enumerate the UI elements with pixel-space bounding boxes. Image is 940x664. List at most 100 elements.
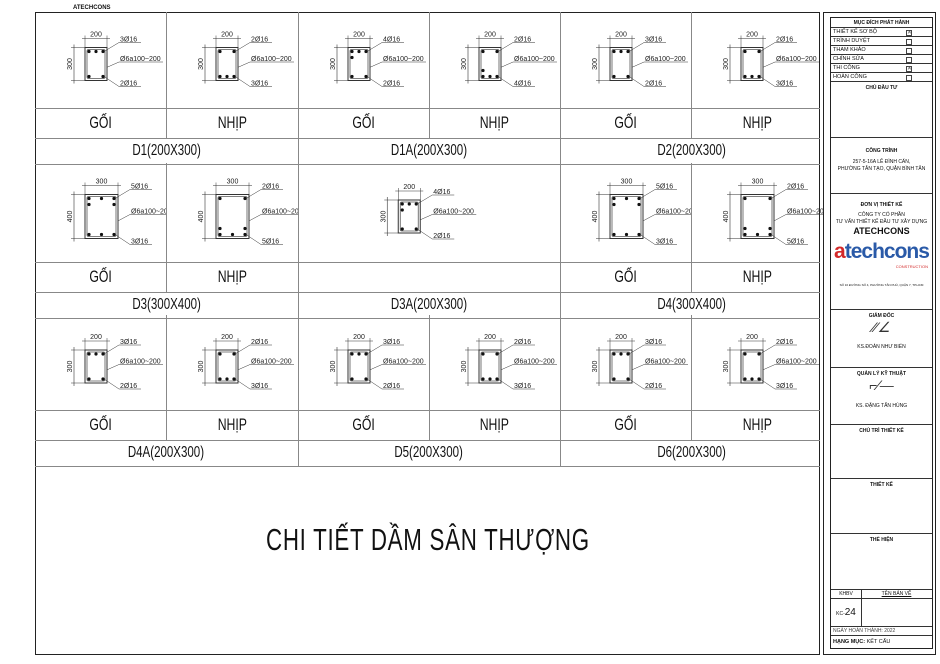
svg-text:5Ø16: 5Ø16 bbox=[262, 239, 279, 246]
svg-text:400: 400 bbox=[592, 211, 599, 223]
purpose-checkbox[interactable] bbox=[906, 47, 912, 54]
rebar-dot bbox=[363, 352, 368, 356]
beam-outline bbox=[347, 349, 370, 384]
rebar-dot bbox=[637, 202, 641, 207]
section-label: NHỊP bbox=[217, 415, 247, 434]
stirrup-outline bbox=[217, 196, 248, 237]
rebar-dot bbox=[349, 49, 354, 54]
svg-text:3Ø16: 3Ø16 bbox=[251, 81, 268, 88]
rebar-dot bbox=[407, 202, 411, 206]
rebar-dot bbox=[363, 74, 368, 79]
rebar-dot bbox=[612, 377, 616, 381]
svg-text:300: 300 bbox=[330, 361, 337, 373]
rebar-dot bbox=[756, 232, 760, 237]
rebar-dot bbox=[112, 202, 116, 207]
beam-outline bbox=[609, 47, 633, 81]
purpose-row: THIẾT KẾ SƠ BỘ✕ bbox=[831, 28, 932, 37]
rebar-dot bbox=[743, 196, 747, 201]
svg-text:200: 200 bbox=[353, 32, 365, 39]
section-label: NHỊP bbox=[479, 113, 509, 132]
svg-text:300: 300 bbox=[592, 58, 599, 70]
svg-text:5Ø16: 5Ø16 bbox=[656, 184, 673, 191]
svg-text:Ø6a100~200: Ø6a100~200 bbox=[383, 56, 424, 63]
rebar-dot bbox=[768, 226, 772, 231]
svg-text:200: 200 bbox=[403, 184, 415, 191]
completion-date: NGÀY HOÀN THÀNH: 2022 bbox=[831, 627, 932, 636]
rebar-dot bbox=[112, 196, 116, 201]
purpose-checkbox[interactable]: ✕ bbox=[906, 29, 913, 36]
rebar-dot bbox=[87, 377, 91, 381]
section-label: NHỊP bbox=[217, 267, 247, 286]
rebar-dot bbox=[349, 74, 354, 79]
purpose-checkbox[interactable] bbox=[906, 56, 912, 63]
purpose-checkbox[interactable]: ✕ bbox=[906, 65, 913, 72]
svg-text:300: 300 bbox=[380, 211, 387, 223]
svg-text:200: 200 bbox=[90, 334, 102, 341]
stirrup-outline bbox=[611, 196, 642, 237]
svg-text:Ø6a100~200: Ø6a100~200 bbox=[251, 359, 292, 366]
beam-name: D2(200X300) bbox=[656, 142, 726, 159]
svg-text:3Ø16: 3Ø16 bbox=[120, 37, 137, 44]
rebar-dot bbox=[414, 202, 418, 206]
tech-section: QUẢN LÝ KỸ THUẬT ⌐⁄— KS. ĐẶNG TẤN HÙNG bbox=[831, 368, 932, 425]
section-label: GỐI bbox=[351, 113, 375, 132]
rebar-dot bbox=[356, 49, 361, 54]
svg-text:3Ø16: 3Ø16 bbox=[645, 339, 662, 346]
rebar-dot bbox=[87, 202, 91, 207]
rebar-dot bbox=[626, 74, 630, 79]
rebar-dot bbox=[349, 377, 354, 381]
rebar-dot bbox=[757, 377, 761, 381]
stirrup-outline bbox=[86, 351, 106, 382]
row-line bbox=[35, 410, 820, 411]
rebar-dot bbox=[743, 377, 747, 381]
row-line bbox=[35, 466, 820, 467]
rebar-dot bbox=[400, 208, 404, 212]
rebar-dot bbox=[400, 227, 404, 231]
stirrup-outline bbox=[742, 196, 773, 237]
svg-text:3Ø16: 3Ø16 bbox=[776, 81, 793, 88]
rebar-dot bbox=[768, 196, 772, 201]
svg-text:200: 200 bbox=[221, 32, 233, 39]
rebar-dot bbox=[225, 377, 229, 381]
rebar-dot bbox=[414, 227, 418, 231]
stirrup-outline bbox=[742, 351, 762, 382]
svg-text:200: 200 bbox=[615, 32, 627, 39]
row-line bbox=[35, 138, 820, 139]
svg-text:300: 300 bbox=[723, 361, 730, 373]
rebar-dot bbox=[626, 352, 630, 356]
svg-text:Ø6a100~200: Ø6a100~200 bbox=[120, 359, 161, 366]
purpose-checkbox[interactable] bbox=[906, 38, 912, 45]
svg-text:2Ø16: 2Ø16 bbox=[251, 339, 268, 346]
svg-text:2Ø16: 2Ø16 bbox=[383, 81, 400, 88]
svg-text:3Ø16: 3Ø16 bbox=[514, 383, 531, 390]
category-row: HẠNG MỤC: KẾT CẤU bbox=[833, 639, 891, 645]
purpose-checkbox[interactable] bbox=[906, 74, 912, 81]
rebar-dot bbox=[218, 49, 222, 54]
rebar-dot bbox=[743, 232, 747, 237]
section-label: GỐI bbox=[351, 415, 375, 434]
project-section: CÔNG TRÌNH 257-5-16A LÊ ĐÌNH CẨN, PHƯỜNG… bbox=[831, 138, 932, 194]
section-label: GỐI bbox=[89, 113, 112, 132]
rebar-dot bbox=[488, 74, 492, 79]
svg-text:300: 300 bbox=[592, 361, 599, 373]
rebar-dot bbox=[757, 352, 761, 356]
rebar-dot bbox=[612, 232, 616, 237]
svg-text:4Ø16: 4Ø16 bbox=[383, 37, 400, 44]
rebar-dot bbox=[768, 232, 772, 237]
rebar-dot bbox=[101, 352, 105, 356]
rebar-dot bbox=[481, 352, 485, 356]
stirrup-outline bbox=[480, 351, 500, 382]
stirrup-outline bbox=[399, 201, 419, 232]
design-section: THIẾT KẾ bbox=[831, 479, 932, 534]
beam-outline bbox=[609, 349, 633, 384]
beam-outline bbox=[215, 47, 239, 81]
beam-outline bbox=[215, 349, 239, 384]
